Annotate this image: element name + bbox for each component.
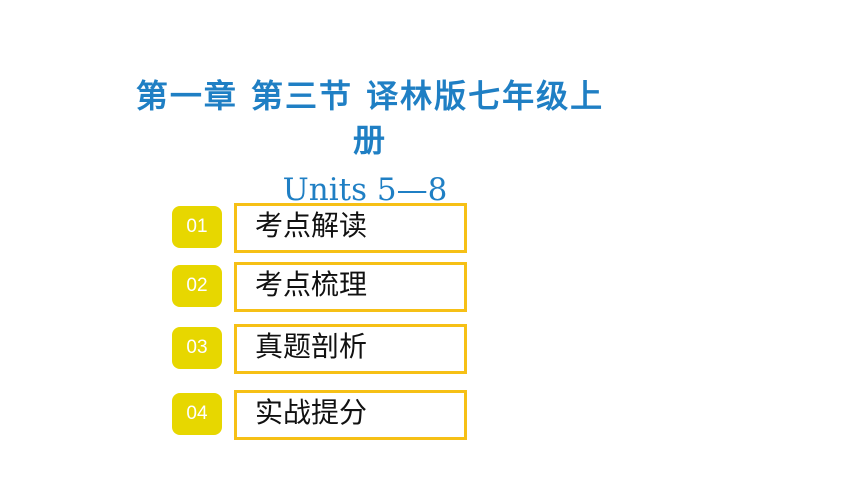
slide-title-line-1: 第一章 第三节 译林版七年级上 — [135, 77, 605, 115]
menu-item-2[interactable]: 02 考点梳理 — [172, 262, 467, 312]
menu-item-label: 真题剖析 — [255, 330, 368, 363]
menu-item-number: 04 — [172, 393, 222, 435]
slide-subtitle: Units 5—8 — [282, 172, 448, 204]
menu-item-box[interactable]: 实战提分 — [234, 390, 467, 440]
slide-title: 第一章 第三节 译林版七年级上 册 — [70, 74, 670, 162]
menu-item-number: 01 — [172, 206, 222, 248]
menu-item-1[interactable]: 01 考点解读 — [172, 203, 467, 253]
menu-item-box[interactable]: 考点梳理 — [234, 262, 467, 312]
menu-item-label: 考点解读 — [255, 209, 368, 242]
menu-item-box[interactable]: 真题剖析 — [234, 324, 467, 374]
menu-item-3[interactable]: 03 真题剖析 — [172, 324, 467, 374]
menu-item-label: 考点梳理 — [255, 268, 368, 301]
slide-title-line-2: 册 — [352, 121, 387, 159]
menu-item-number: 03 — [172, 327, 222, 369]
menu-item-number: 02 — [172, 265, 222, 307]
menu-item-4[interactable]: 04 实战提分 — [172, 390, 467, 440]
menu-item-box[interactable]: 考点解读 — [234, 203, 467, 253]
menu-item-label: 实战提分 — [255, 396, 368, 429]
